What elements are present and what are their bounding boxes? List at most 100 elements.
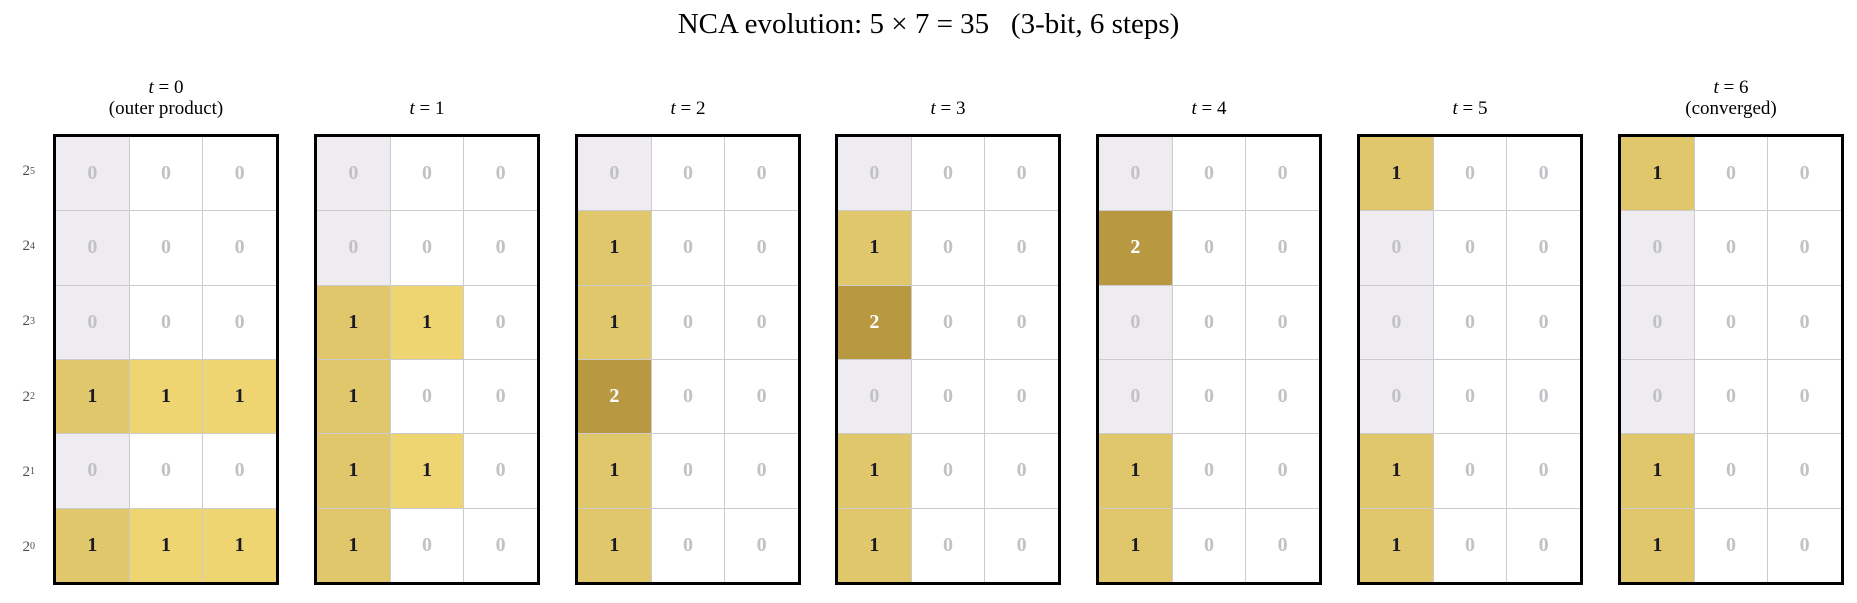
panel-title-value: = 4 xyxy=(1196,98,1227,119)
cell-t1-r2pow0-c2: 0 xyxy=(464,508,537,582)
cell-t2-r2pow2-c2: 0 xyxy=(725,360,798,434)
panel-title-var: t xyxy=(409,98,415,119)
cell-t2-r2pow5-c1: 0 xyxy=(651,137,725,211)
cell-t4-r2pow1-c1: 0 xyxy=(1172,434,1246,508)
panel-header: t = 3 xyxy=(835,64,1061,126)
panel-title: t = 2 xyxy=(671,98,706,119)
cell-t5-r2pow1-c2: 0 xyxy=(1507,434,1580,508)
row-label-base: 2 xyxy=(22,163,31,180)
panel-title: t = 4 xyxy=(1192,98,1227,119)
panel-title: t = 6 xyxy=(1714,77,1749,98)
cell-t0-r2pow1-c2: 0 xyxy=(203,434,276,508)
cell-t6-r2pow0-c2: 0 xyxy=(1768,508,1841,582)
panel-header: t = 6(converged) xyxy=(1618,64,1844,126)
cell-t3-r2pow3-c2: 0 xyxy=(985,285,1058,359)
cell-t1-r2pow1-c0: 1 xyxy=(317,434,390,508)
cell-t2-r2pow4-c1: 0 xyxy=(651,211,725,285)
cell-t3-r2pow4-c0: 1 xyxy=(838,211,911,285)
cell-t5-r2pow3-c0: 0 xyxy=(1360,285,1433,359)
cell-t2-r2pow1-c1: 0 xyxy=(651,434,725,508)
cell-t4-r2pow3-c2: 0 xyxy=(1246,285,1319,359)
cell-t5-r2pow2-c0: 0 xyxy=(1360,360,1433,434)
panel-title-value: = 1 xyxy=(414,98,445,119)
panel-title-var: t xyxy=(1452,98,1458,119)
cell-t6-r2pow4-c1: 0 xyxy=(1694,211,1768,285)
panel-title-var: t xyxy=(148,77,154,98)
cell-t6-r2pow3-c1: 0 xyxy=(1694,285,1768,359)
panel-header: t = 4 xyxy=(1096,64,1322,126)
panel-header: t = 2 xyxy=(575,64,801,126)
panel-subtitle: (outer product) xyxy=(108,98,224,119)
row-label-base: 2 xyxy=(22,538,31,555)
cell-t1-r2pow3-c2: 0 xyxy=(464,285,537,359)
cell-t4-r2pow5-c1: 0 xyxy=(1172,137,1246,211)
cell-t2-r2pow2-c1: 0 xyxy=(651,360,725,434)
panel-title: t = 1 xyxy=(410,98,445,119)
cell-t6-r2pow0-c1: 0 xyxy=(1694,508,1768,582)
panel-header: t = 0(outer product) xyxy=(53,64,279,126)
cell-t3-r2pow5-c2: 0 xyxy=(985,137,1058,211)
cell-t0-r2pow3-c0: 0 xyxy=(56,285,129,359)
cell-t4-r2pow3-c1: 0 xyxy=(1172,285,1246,359)
cell-t3-r2pow0-c0: 1 xyxy=(838,508,911,582)
cell-t1-r2pow3-c1: 1 xyxy=(390,285,464,359)
cell-t5-r2pow1-c0: 1 xyxy=(1360,434,1433,508)
panel-header: t = 1 xyxy=(314,64,540,126)
cell-t3-r2pow5-c1: 0 xyxy=(911,137,985,211)
panel-title-var: t xyxy=(1713,77,1719,98)
panel-title-var: t xyxy=(930,98,936,119)
cell-t0-r2pow2-c0: 1 xyxy=(56,360,129,434)
cell-t6-r2pow1-c0: 1 xyxy=(1621,434,1694,508)
cell-t4-r2pow2-c0: 0 xyxy=(1099,360,1172,434)
cell-t0-r2pow5-c1: 0 xyxy=(129,137,203,211)
cell-t3-r2pow2-c2: 0 xyxy=(985,360,1058,434)
panel-header: t = 5 xyxy=(1357,64,1583,126)
cell-t2-r2pow5-c0: 0 xyxy=(578,137,651,211)
panel-title-value: = 3 xyxy=(935,98,966,119)
cell-t0-r2pow3-c2: 0 xyxy=(203,285,276,359)
cell-t0-r2pow0-c1: 1 xyxy=(129,508,203,582)
cell-t5-r2pow5-c0: 1 xyxy=(1360,137,1433,211)
cell-t2-r2pow0-c0: 1 xyxy=(578,508,651,582)
cell-t1-r2pow1-c2: 0 xyxy=(464,434,537,508)
cell-t5-r2pow5-c1: 0 xyxy=(1433,137,1507,211)
cell-t0-r2pow4-c1: 0 xyxy=(129,211,203,285)
cell-t3-r2pow1-c0: 1 xyxy=(838,434,911,508)
cell-t6-r2pow2-c2: 0 xyxy=(1768,360,1841,434)
panel-title: t = 3 xyxy=(931,98,966,119)
cell-t1-r2pow3-c0: 1 xyxy=(317,285,390,359)
cell-t2-r2pow4-c0: 1 xyxy=(578,211,651,285)
cell-t2-r2pow5-c2: 0 xyxy=(725,137,798,211)
cell-t4-r2pow5-c2: 0 xyxy=(1246,137,1319,211)
panel-title-var: t xyxy=(670,98,676,119)
cell-t3-r2pow1-c2: 0 xyxy=(985,434,1058,508)
cell-t0-r2pow0-c2: 1 xyxy=(203,508,276,582)
cell-t6-r2pow4-c0: 0 xyxy=(1621,211,1694,285)
cell-t1-r2pow5-c2: 0 xyxy=(464,137,537,211)
cell-t4-r2pow0-c2: 0 xyxy=(1246,508,1319,582)
cell-t0-r2pow2-c2: 1 xyxy=(203,360,276,434)
cell-t1-r2pow4-c1: 0 xyxy=(390,211,464,285)
cell-t1-r2pow4-c2: 0 xyxy=(464,211,537,285)
panel-title-var: t xyxy=(1191,98,1197,119)
panel-title: t = 5 xyxy=(1453,98,1488,119)
cell-t6-r2pow3-c0: 0 xyxy=(1621,285,1694,359)
row-label-base: 2 xyxy=(22,313,31,330)
cell-t2-r2pow0-c2: 0 xyxy=(725,508,798,582)
cell-t2-r2pow0-c1: 0 xyxy=(651,508,725,582)
cell-t1-r2pow5-c1: 0 xyxy=(390,137,464,211)
cell-t5-r2pow3-c2: 0 xyxy=(1507,285,1580,359)
